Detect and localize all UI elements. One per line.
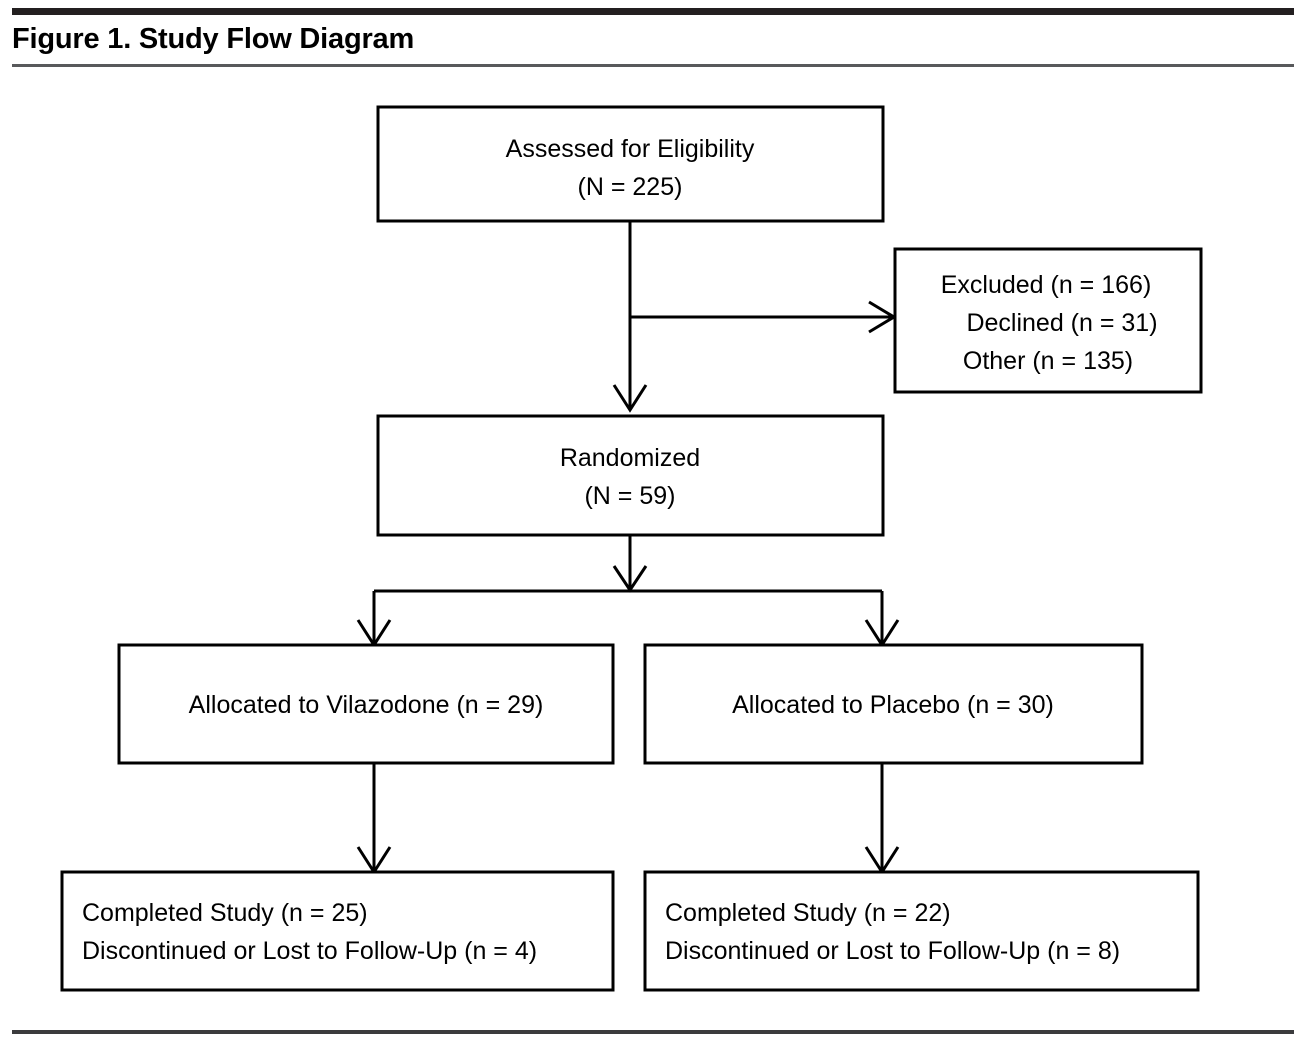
randomized-line-2: (N = 59) <box>584 482 675 510</box>
connector-placebo-alloc-to-completed <box>864 764 900 875</box>
completed-vilazodone-line-2: Discontinued or Lost to Follow-Up (n = 4… <box>82 937 537 965</box>
connector-assessed-to-excluded <box>630 300 897 334</box>
allocated-placebo-label: Allocated to Placebo (n = 30) <box>732 691 1054 719</box>
figure-title: Figure 1. Study Flow Diagram <box>12 23 415 55</box>
assessed-line-2: (N = 225) <box>578 173 683 201</box>
completed-placebo-line-2: Discontinued or Lost to Follow-Up (n = 8… <box>665 937 1120 965</box>
excluded-line-1: Excluded (n = 166) <box>941 271 1152 299</box>
assessed-line-1: Assessed for Eligibility <box>506 135 755 163</box>
completed-placebo-box[interactable]: Completed Study (n = 22) Discontinued or… <box>643 870 1200 992</box>
allocated-placebo-box[interactable]: Allocated to Placebo (n = 30) <box>643 643 1144 765</box>
completed-vilazodone-line-1: Completed Study (n = 25) <box>82 899 368 927</box>
connector-vilazodone-alloc-to-completed <box>356 764 392 875</box>
randomized-box[interactable]: Randomized (N = 59) <box>376 414 885 537</box>
allocated-vilazodone-label: Allocated to Vilazodone (n = 29) <box>189 691 544 719</box>
top-rule <box>12 8 1294 15</box>
excluded-line-3: Other (n = 135) <box>963 347 1133 375</box>
allocated-vilazodone-box[interactable]: Allocated to Vilazodone (n = 29) <box>117 643 615 765</box>
bottom-rule <box>12 1030 1294 1034</box>
assessed-for-eligibility-box[interactable]: Assessed for Eligibility (N = 225) <box>376 105 885 223</box>
excluded-box[interactable]: Excluded (n = 166) Declined (n = 31) Oth… <box>893 247 1203 394</box>
completed-vilazodone-box[interactable]: Completed Study (n = 25) Discontinued or… <box>60 870 615 992</box>
randomized-line-1: Randomized <box>560 444 700 472</box>
completed-placebo-line-1: Completed Study (n = 22) <box>665 899 951 927</box>
title-underline-rule <box>12 64 1294 67</box>
excluded-line-2: Declined (n = 31) <box>966 309 1157 337</box>
connector-randomized-split <box>356 536 900 648</box>
